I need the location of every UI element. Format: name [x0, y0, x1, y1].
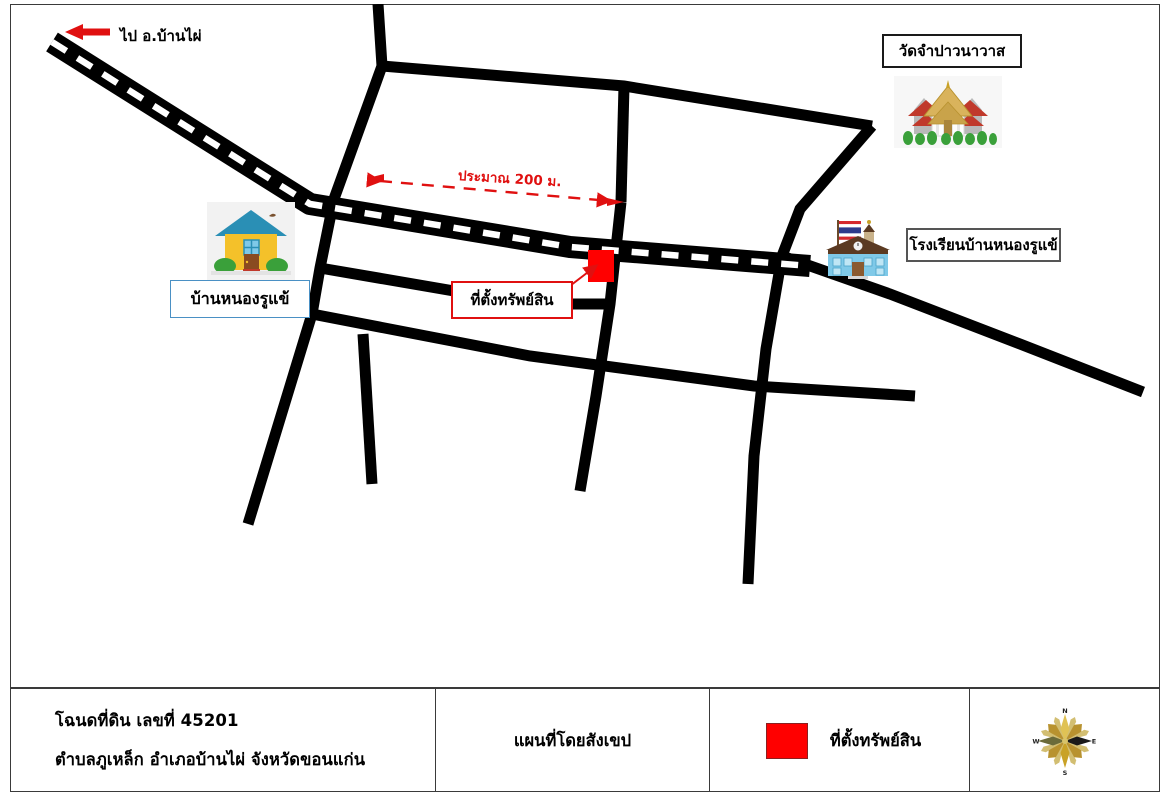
compass-rose-icon: N E S W: [1032, 707, 1096, 777]
compass-east-label: E: [1092, 737, 1096, 745]
label-temple: วัดจำปาวนาวาส: [882, 34, 1022, 68]
deed-number: โฉนดที่ดิน เลขที่ 45201: [55, 711, 239, 731]
footer-info-table: โฉนดที่ดิน เลขที่ 45201 ตำบลภูเหล็ก อำเภ…: [10, 687, 1160, 792]
thai-flag-icon: [839, 221, 861, 240]
compass-south-label: S: [1063, 769, 1068, 777]
compass-cell: N E S W: [969, 689, 1160, 792]
roads-solid: [242, 4, 1145, 585]
map-canvas: ไป อ.บ้านไผ่ ประมาณ 200 ม. วัดจำปาวนาวาส…: [10, 4, 1160, 687]
legend-cell: ที่ตั้งทรัพย์สิน: [709, 689, 969, 792]
legend-label: ที่ตั้งทรัพย์สิน: [829, 730, 922, 750]
thai-temple-icon: [894, 76, 1002, 148]
legend-red-swatch-icon: [765, 722, 808, 759]
label-property-location: ที่ตั้งทรัพย์สิน: [451, 281, 573, 319]
red-square-marker-icon: [588, 250, 614, 282]
map-title: แผนที่โดยสังเขป: [513, 730, 632, 750]
compass-north-label: N: [1062, 707, 1067, 715]
direction-label: ไป อ.บ้านไผ่: [120, 27, 202, 45]
red-left-arrow-icon: [65, 24, 110, 40]
school-building-icon: [820, 216, 896, 282]
main-highway: [46, 32, 811, 277]
label-village-house: บ้านหนองรูแข้: [170, 280, 310, 318]
deed-address: ตำบลภูเหล็ก อำเภอบ้านไผ่ จังหวัดขอนแก่น: [55, 749, 366, 769]
house-icon: [207, 202, 295, 280]
label-school: โรงเรียนบ้านหนองรูแข้: [906, 228, 1061, 262]
deed-info-cell: โฉนดที่ดิน เลขที่ 45201 ตำบลภูเหล็ก อำเภ…: [10, 689, 435, 792]
compass-west-label: W: [1032, 737, 1039, 745]
red-dashed-double-arrow-icon: [366, 172, 624, 208]
map-title-cell: แผนที่โดยสังเขป: [435, 689, 709, 792]
